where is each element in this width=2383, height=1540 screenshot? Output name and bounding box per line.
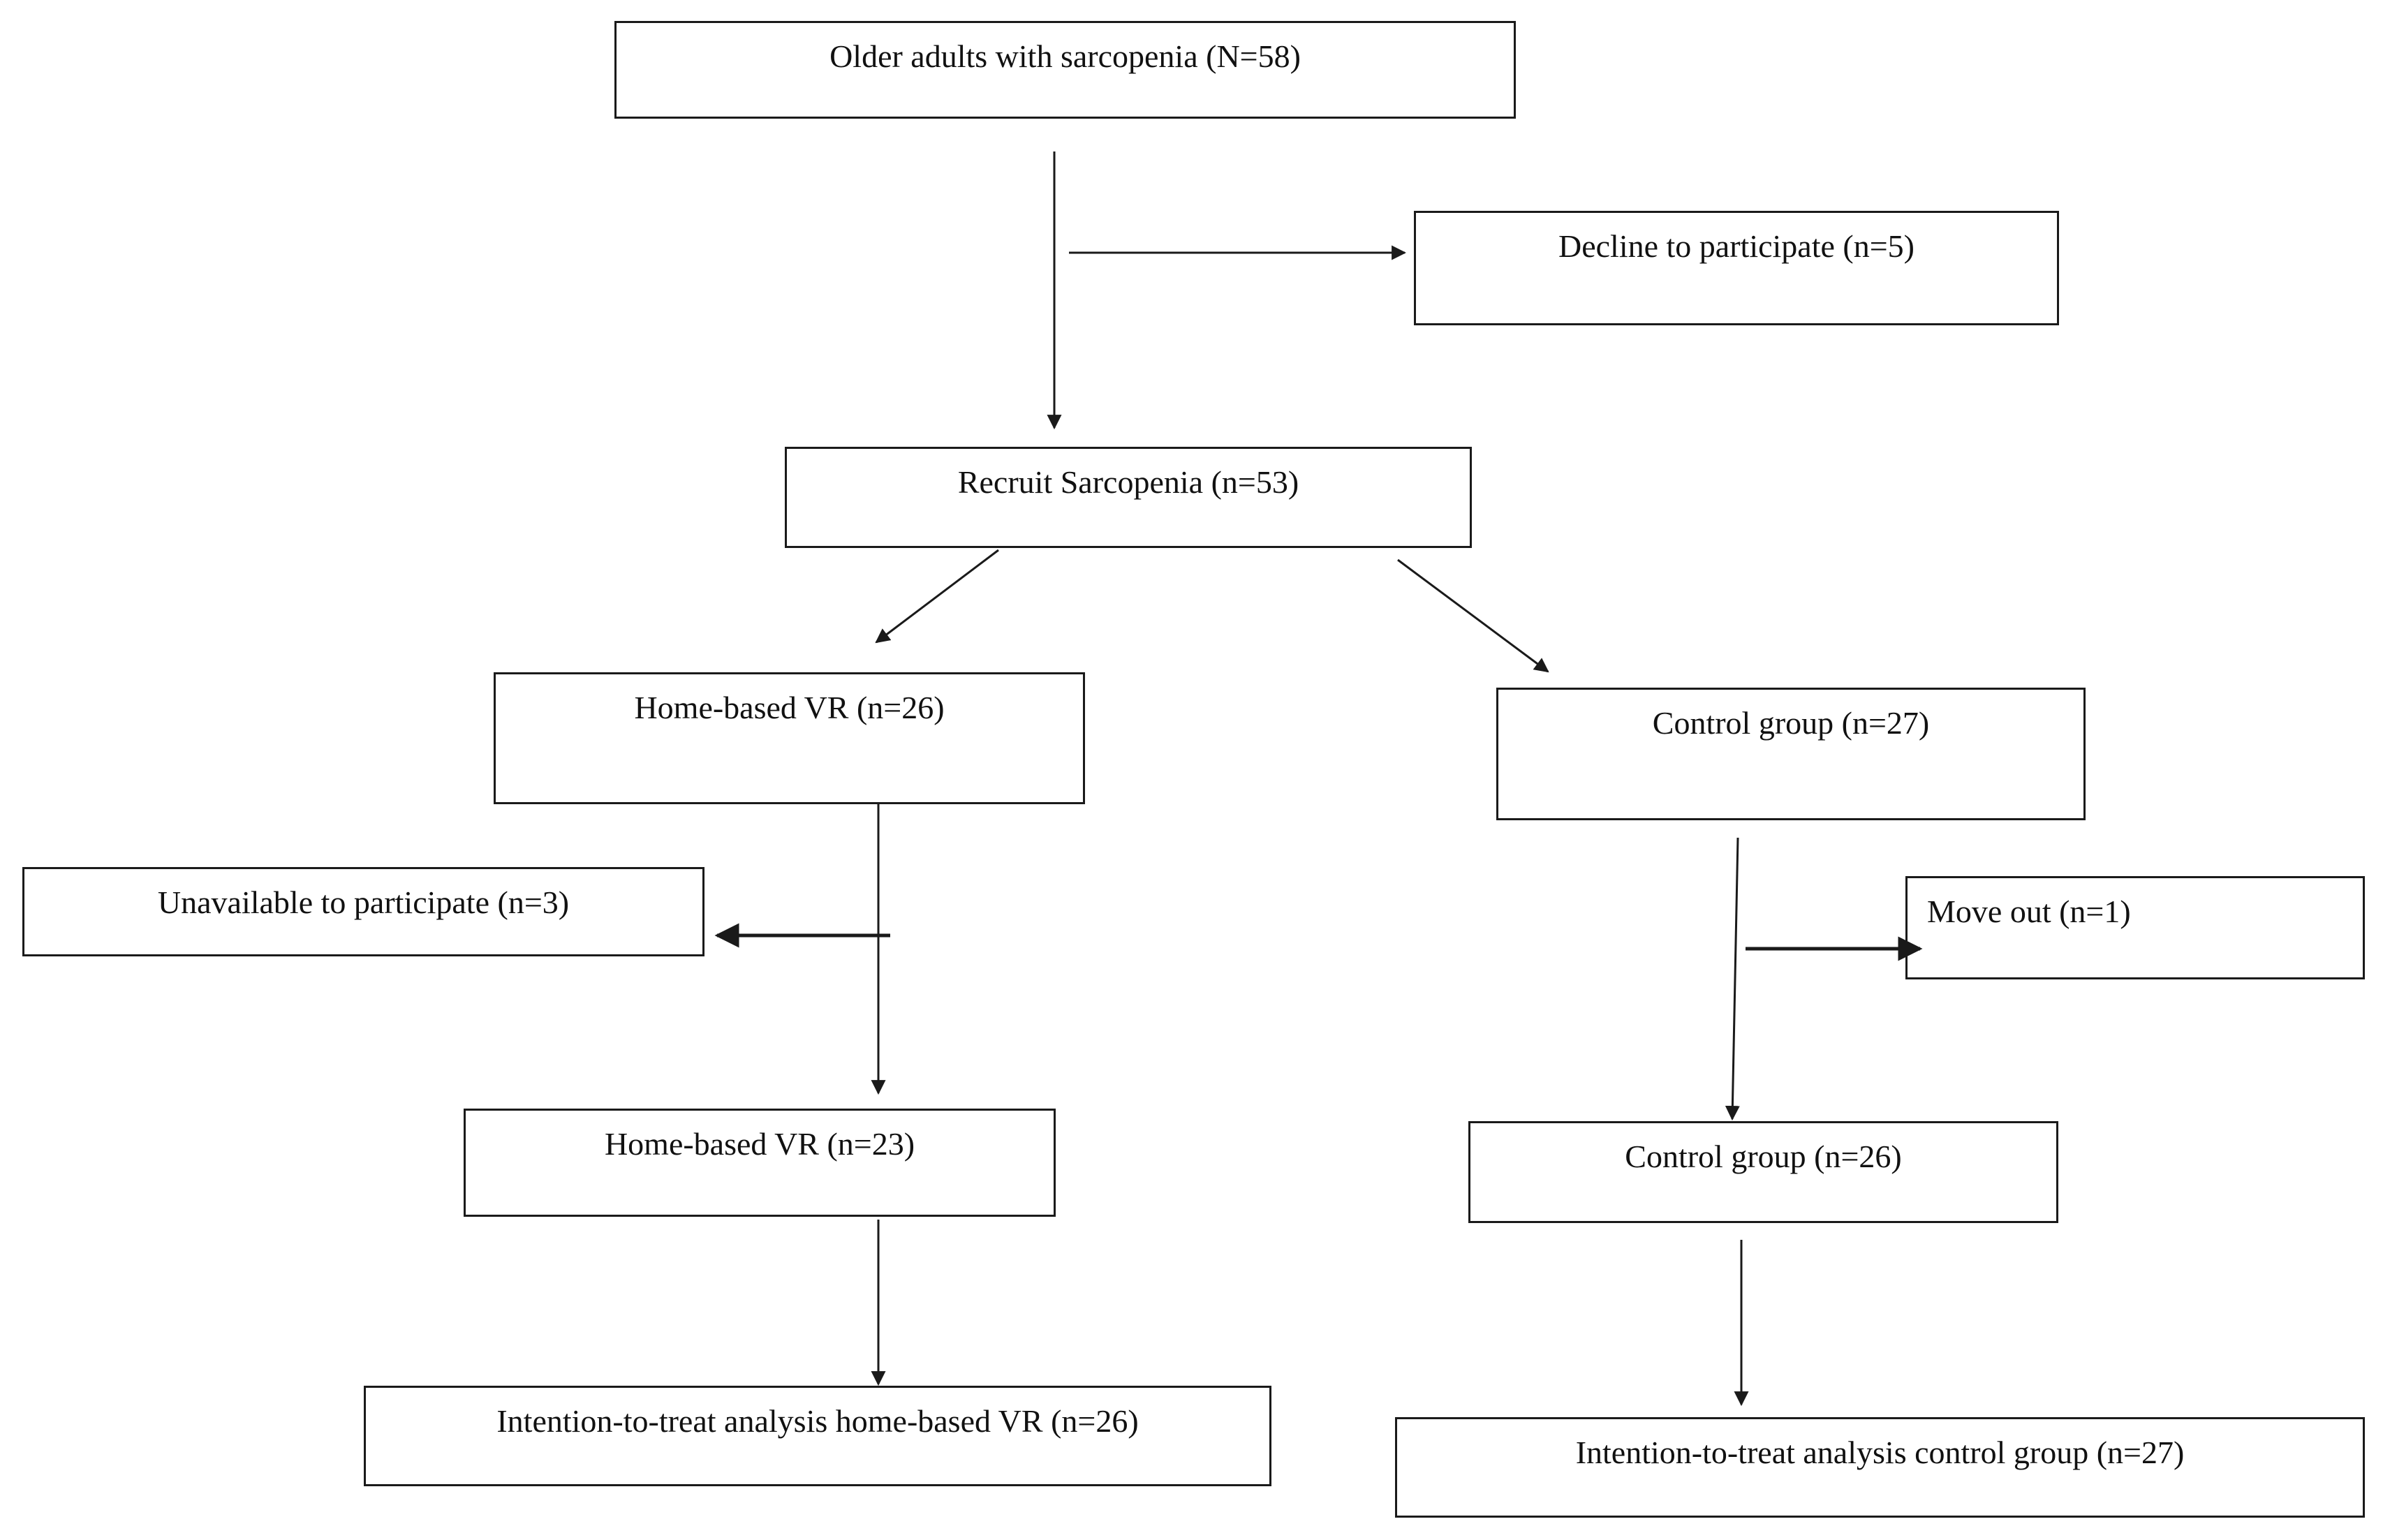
home-vr-23-label: Home-based VR (n=23) — [604, 1126, 915, 1162]
control-27-box: Control group (n=27) — [1496, 688, 2086, 820]
older-adults-box: Older adults with sarcopenia (N=58) — [614, 21, 1516, 119]
itt-vr-label: Intention-to-treat analysis home-based V… — [496, 1403, 1139, 1439]
decline-box: Decline to participate (n=5) — [1414, 211, 2059, 325]
move-out-label: Move out (n=1) — [1927, 894, 2131, 929]
itt-control-box: Intention-to-treat analysis control grou… — [1395, 1417, 2365, 1518]
recruit-box: Recruit Sarcopenia (n=53) — [785, 447, 1472, 548]
arrow-control-to-control-26 — [1725, 837, 1740, 1121]
control-27-label: Control group (n=27) — [1652, 705, 1930, 741]
unavailable-box: Unavailable to participate (n=3) — [22, 867, 704, 956]
decline-label: Decline to participate (n=5) — [1558, 228, 1914, 264]
home-vr-26-box: Home-based VR (n=26) — [494, 672, 1085, 804]
arrow-recruit-to-home-vr — [875, 549, 999, 644]
control-26-label: Control group (n=26) — [1625, 1139, 1902, 1174]
move-out-box: Move out (n=1) — [1905, 876, 2365, 979]
itt-vr-box: Intention-to-treat analysis home-based V… — [364, 1386, 1271, 1486]
control-26-box: Control group (n=26) — [1468, 1121, 2058, 1223]
arrow-recruit-to-control — [1397, 558, 1549, 673]
recruit-label: Recruit Sarcopenia (n=53) — [957, 464, 1299, 500]
itt-control-label: Intention-to-treat analysis control grou… — [1575, 1435, 2185, 1470]
home-vr-26-label: Home-based VR (n=26) — [634, 690, 945, 725]
older-adults-label: Older adults with sarcopenia (N=58) — [829, 38, 1301, 74]
unavailable-label: Unavailable to participate (n=3) — [157, 884, 570, 920]
home-vr-23-box: Home-based VR (n=23) — [464, 1109, 1056, 1217]
